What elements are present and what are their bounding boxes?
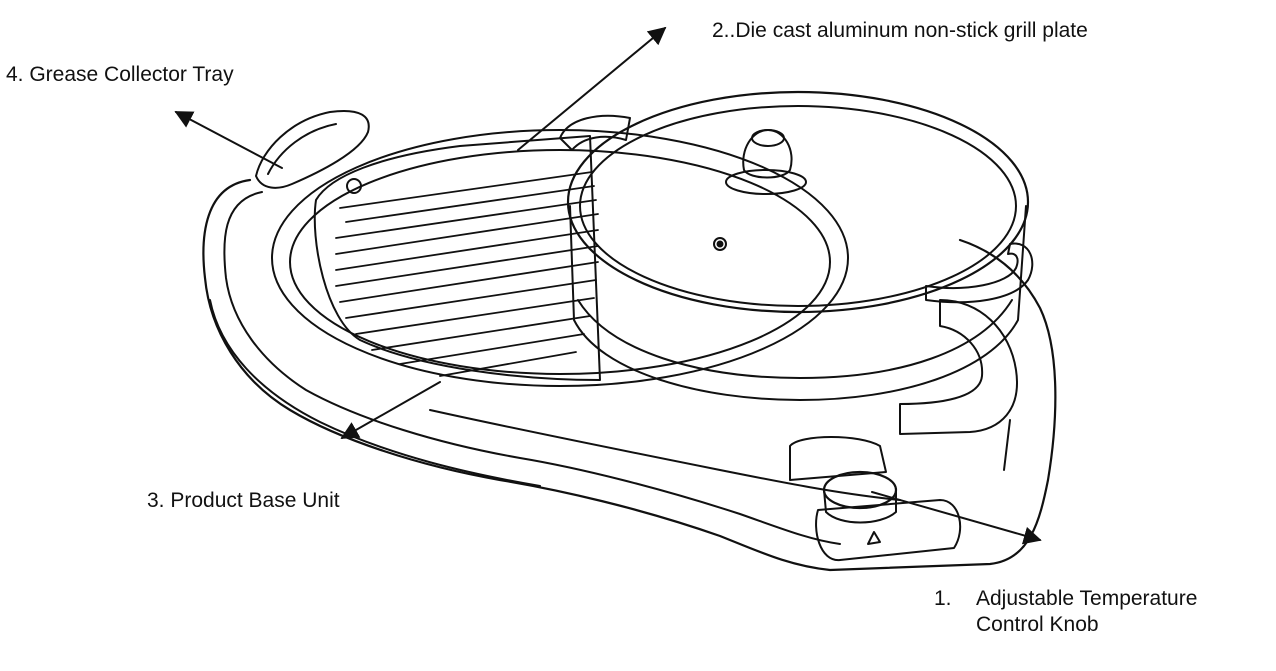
callout-grease-tray: 4. Grease Collector Tray bbox=[6, 63, 234, 86]
callout-temp-knob-line2: Control Knob bbox=[976, 613, 1099, 636]
left-handle bbox=[255, 110, 370, 189]
callout-base-unit: 3. Product Base Unit bbox=[147, 489, 340, 512]
pot-back-handle bbox=[559, 114, 631, 151]
base-outer bbox=[202, 178, 1057, 572]
temp-control-knob bbox=[822, 470, 898, 510]
base-right-handle bbox=[899, 299, 1018, 435]
lid-vent bbox=[713, 237, 727, 251]
callout-temp-knob-line1: Adjustable Temperature bbox=[976, 587, 1198, 610]
arrow-temp-knob bbox=[871, 491, 1042, 545]
base-skirt bbox=[209, 299, 541, 487]
lid-knob bbox=[742, 129, 793, 179]
grease-tray-inner bbox=[289, 149, 831, 375]
grill-ridges bbox=[335, 171, 599, 377]
callout-grill-plate: 2..Die cast aluminum non-stick grill pla… bbox=[712, 19, 1088, 42]
grill-drain-hole bbox=[346, 178, 362, 194]
pot-lid-rim bbox=[579, 105, 1017, 307]
arrow-grease-tray bbox=[174, 111, 283, 169]
grease-tray-outer bbox=[271, 129, 849, 387]
pot-side-handle bbox=[925, 242, 1034, 304]
knob-bracket bbox=[789, 436, 887, 481]
arrow-base-unit bbox=[340, 381, 441, 439]
knob-plate bbox=[815, 499, 962, 562]
lid-knob-base bbox=[725, 169, 807, 195]
grill-plate-edge bbox=[313, 135, 601, 381]
pot-lid bbox=[566, 90, 1030, 314]
callout-temp-knob: 1. Adjustable Temperature Control Knob bbox=[934, 586, 1197, 638]
callout-temp-knob-number: 1. bbox=[934, 587, 952, 610]
base-inner-rim bbox=[223, 191, 841, 545]
base-side-line bbox=[429, 409, 901, 501]
arrow-grill-plate bbox=[517, 26, 667, 151]
